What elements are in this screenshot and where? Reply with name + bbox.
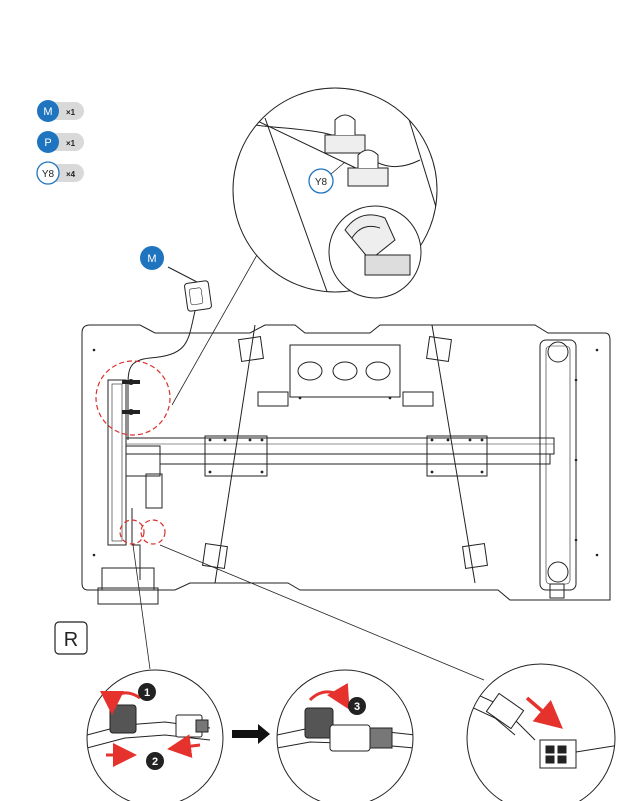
- handset: [101, 567, 155, 591]
- part-m-qty: ×1: [66, 108, 76, 117]
- step-2-label: 2: [152, 756, 158, 768]
- step-1-label: 1: [144, 687, 150, 699]
- part-p-row: P ×1: [37, 131, 84, 153]
- clip-detail-magnifier: Y8: [232, 87, 438, 299]
- tabletop-outline: [81, 324, 611, 601]
- step-3-badge: [348, 697, 366, 715]
- highlight-plug-left: [119, 519, 145, 545]
- push-arrow-icon: [167, 734, 201, 759]
- step-1-2-magnifier: 1 2: [86, 669, 224, 801]
- part-p-badge: [37, 131, 59, 153]
- part-m-badge-label: M: [43, 106, 52, 118]
- step-3-magnifier: 3: [276, 669, 414, 801]
- part-y8-qty: ×4: [66, 170, 76, 179]
- highlight-clips: [95, 360, 171, 436]
- plug-insert-magnifier: [466, 663, 616, 801]
- next-step-arrow-icon: [232, 724, 270, 744]
- highlight-circles: [95, 360, 171, 545]
- rotate-arrow-icon: [308, 682, 350, 710]
- parts-legend: M ×1 P ×1 Y8 ×4: [36, 100, 84, 185]
- rotate-arrow-icon: [100, 690, 141, 715]
- frame-screws: [92, 348, 599, 557]
- part-p-qty: ×1: [66, 139, 76, 148]
- step-2-badge: [146, 752, 164, 770]
- view-label-text: R: [64, 629, 78, 651]
- part-p-badge-label: P: [44, 137, 51, 149]
- clip-y8-badge: [308, 168, 334, 194]
- left-leg: [107, 379, 127, 546]
- power-adapter-icon: [127, 266, 212, 440]
- grommet-bracket: [289, 344, 401, 398]
- step-3-label: 3: [354, 701, 360, 713]
- adapter-m-badge: [140, 246, 164, 270]
- adapter-m-badge-label: M: [147, 253, 156, 265]
- push-arrow-icon: [525, 696, 563, 729]
- highlight-plug-right: [140, 519, 166, 545]
- leader-lines: [132, 231, 485, 681]
- control-box: [125, 445, 161, 477]
- desk-frame: [81, 324, 611, 605]
- part-m-row: M ×1: [37, 100, 84, 122]
- cable-clip-icon: [122, 379, 140, 415]
- part-y8-badge-label: Y8: [42, 169, 55, 180]
- step-1-badge: [138, 683, 156, 701]
- right-leg: [539, 339, 577, 591]
- part-y8-row: Y8 ×4: [36, 161, 84, 185]
- part-y8-badge: [36, 161, 60, 185]
- part-m-badge: [37, 100, 59, 122]
- view-label: R: [54, 621, 88, 655]
- crossbar: [125, 437, 555, 455]
- clip-y8-badge-label: Y8: [315, 177, 328, 188]
